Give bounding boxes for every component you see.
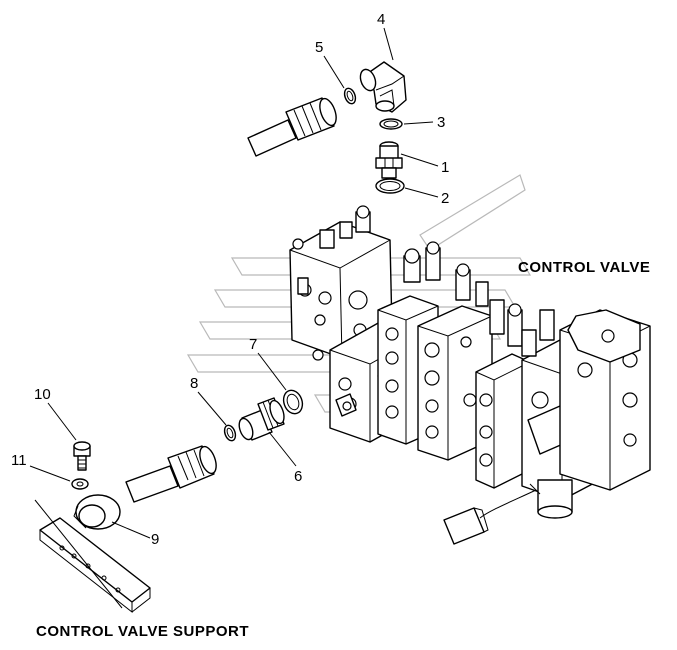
callout-11: 11 — [11, 452, 27, 469]
callout-3: 3 — [437, 114, 445, 131]
callout-8: 8 — [190, 375, 198, 392]
control-valve-support-label: CONTROL VALVE SUPPORT — [36, 623, 249, 640]
washer-part-11 — [71, 478, 89, 490]
control-valve-label: CONTROL VALVE — [518, 259, 650, 276]
lower-hose — [125, 445, 217, 503]
control-valve-assembly — [289, 205, 651, 545]
o-ring-part-8 — [223, 424, 237, 442]
callout-7: 7 — [249, 336, 257, 353]
elbow-part-4 — [359, 61, 407, 113]
adapter-part-1 — [375, 141, 403, 179]
o-ring-part-5 — [343, 87, 357, 105]
callout-4: 4 — [377, 11, 385, 28]
callout-5: 5 — [315, 39, 323, 56]
o-ring-part-7 — [282, 389, 304, 415]
clamp-part-9 — [73, 494, 121, 530]
callout-1: 1 — [441, 159, 449, 176]
upper-hose — [247, 97, 337, 157]
callout-6: 6 — [294, 468, 302, 485]
control-valve-support-plate — [39, 517, 151, 614]
callout-10: 10 — [34, 386, 51, 403]
bolt-part-10 — [73, 441, 91, 471]
callout-2: 2 — [441, 190, 449, 207]
leader-lines — [29, 27, 439, 609]
callout-9: 9 — [151, 531, 159, 548]
fitting-part-6 — [238, 397, 285, 441]
o-ring-part-3 — [379, 118, 403, 130]
o-ring-part-2 — [375, 178, 405, 194]
